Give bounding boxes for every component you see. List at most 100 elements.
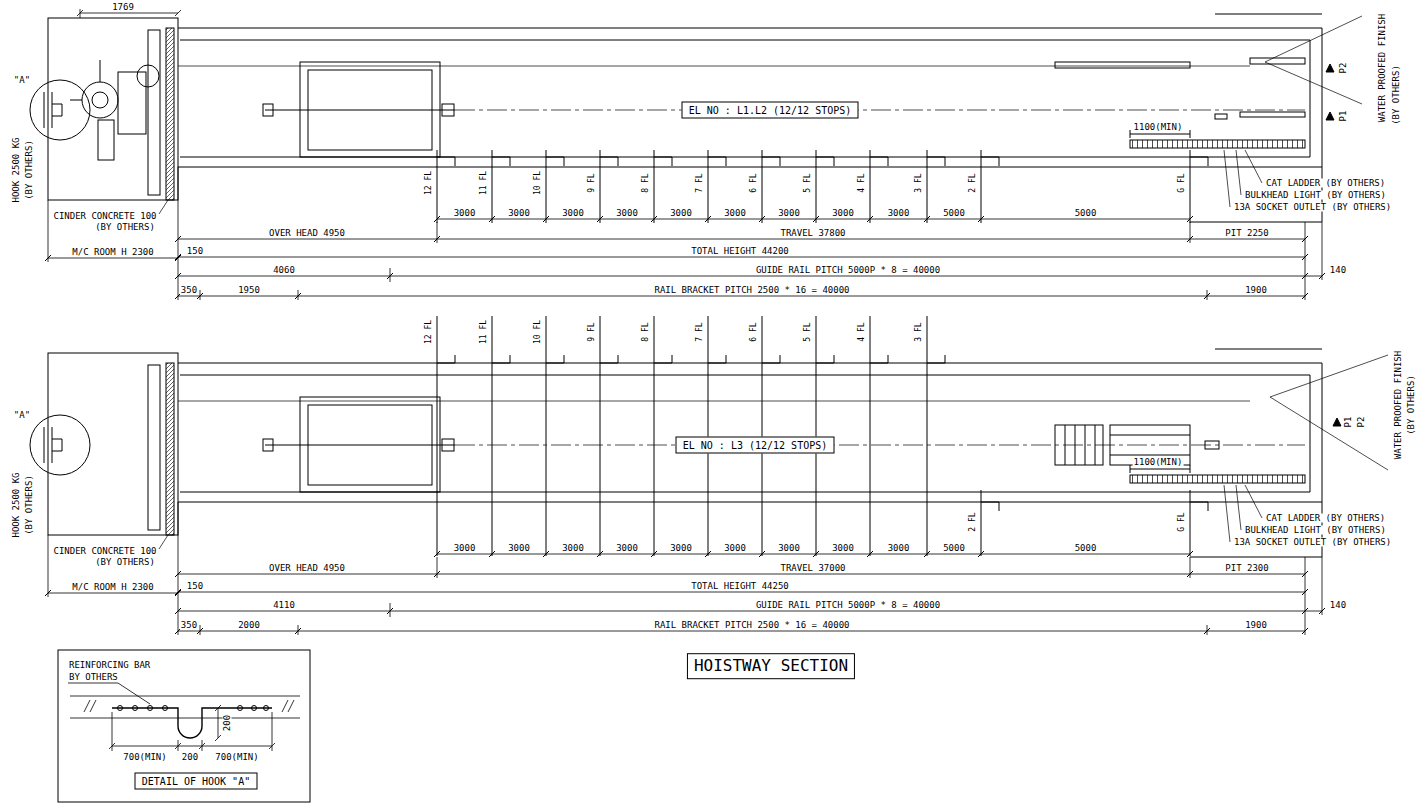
dimension-label: (BY OTHERS) [25,139,34,201]
dimension-label: WATER PROOFED FINISH [1378,13,1387,123]
dimension-label: 10 FL [534,319,542,345]
dimension-label: 700(MIN) [122,753,167,762]
dimension-label: 200 [181,753,199,762]
dimension-label: 5000 [1074,544,1098,553]
label-box: EL NO : L3 (12/12 STOPS) [676,437,835,454]
dimension-label: 3000 [507,209,531,218]
dimension-label: 5000 [942,209,966,218]
dimension-label: 6 FL [750,172,758,193]
dimension-label: 3000 [723,544,747,553]
dimension-label: GUIDE RAIL PITCH 5000P * 8 = 40000 [755,266,941,275]
dimension-label: (BY OTHERS) [94,558,156,567]
dimension-label: 2 FL [969,511,977,532]
dimension-label: (BY OTHERS) [25,474,34,536]
dimension-label: 5000 [942,544,966,553]
dimension-label: 5000 [1074,209,1098,218]
dimension-label: 11 FL [480,319,488,345]
dimension-label: (BY OTHERS) [94,223,156,232]
dimension-label: 3000 [887,209,911,218]
dimension-label: 10 FL [534,170,542,196]
dimension-label: 3000 [453,209,477,218]
lower-only-parts [437,316,1388,556]
section-upper [30,14,1325,300]
drawing-title: HOISTWAY SECTION [687,653,855,679]
dimension-label: 3000 [723,209,747,218]
dimension-label: P1 [1344,416,1353,429]
dimension-label: 1769 [111,3,135,12]
dimension-label: 140 [1329,266,1347,275]
dimension-label: CINDER CONCRETE 100 [53,212,158,221]
dimension-label: RAIL BRACKET PITCH 2500 * 16 = 40000 [653,286,850,295]
dimension-label: 4 FL [858,321,866,342]
dimension-label: 3000 [887,544,911,553]
dimension-label: 12 FL [425,170,433,196]
dimension-label: 1900 [1244,621,1268,630]
dimension-label: 3000 [669,209,693,218]
dimension-label: P2 [1357,416,1366,429]
dimension-label: 3000 [831,209,855,218]
dimension-label: P1 [1339,110,1348,123]
dimension-label: 6 FL [750,321,758,342]
dimension-label: HOOK 2500 KG [12,136,21,203]
dimension-label: 8 FL [642,321,650,342]
dimension-label: PIT 2300 [1224,564,1269,573]
dimension-label: 9 FL [588,172,596,193]
dimension-label: 12 FL [425,319,433,345]
box-text: DETAIL OF HOOK "A" [141,776,252,787]
dimension-label: WATER PROOFED FINISH [1394,350,1403,460]
dimension-label: GUIDE RAIL PITCH 5000P * 8 = 40000 [755,601,941,610]
section-lower [30,349,1325,635]
dimension-label: OVER HEAD 4950 [268,564,346,573]
dimension-label: REINFORCING BAR [68,661,151,670]
dimension-label: 3 FL [915,172,923,193]
dimension-label: BULKHEAD LIGHT (BY OTHERS) [1244,526,1387,535]
dimension-label: CAT LADDER (BY OTHERS) [1265,179,1386,188]
dimension-label: (BY OTHERS) [1407,374,1416,436]
dimension-label: 200 [223,714,232,732]
dimension-label: 1900 [1244,286,1268,295]
dimension-label: G FL [1178,511,1186,532]
dimension-label: 140 [1329,601,1347,610]
dimension-label: RAIL BRACKET PITCH 2500 * 16 = 40000 [653,621,850,630]
dimension-label: 13A SOCKET OUTLET (BY OTHERS) [1233,538,1392,547]
dimension-label: 1100(MIN) [1133,123,1184,132]
dimension-label: TOTAL HEIGHT 44200 [690,247,790,256]
hook-detail [58,650,310,802]
dimension-label: TRAVEL 37000 [779,564,846,573]
dimension-label: 4110 [272,601,296,610]
dimension-label: 3000 [831,544,855,553]
dimension-label: 3000 [453,544,477,553]
dimension-label: 350 [180,621,198,630]
dimension-label: 3000 [615,544,639,553]
dimension-label: 3000 [777,544,801,553]
dimension-label: 4 FL [858,172,866,193]
dimension-label: 1100(MIN) [1133,458,1184,467]
dimension-label: 2000 [237,621,261,630]
dimension-label: 150 [186,247,204,256]
dimension-label: M/C ROOM H 2300 [71,248,154,257]
dimension-label: 3000 [507,544,531,553]
dimension-label: M/C ROOM H 2300 [71,583,154,592]
dimension-label: CINDER CONCRETE 100 [53,547,158,556]
dimension-label: 9 FL [588,321,596,342]
dimension-label: (BY OTHERS) [1392,64,1401,126]
dimension-label: 700(MIN) [214,753,259,762]
upper-only-parts [70,9,1362,223]
dimension-label: HOOK 2500 KG [12,471,21,538]
label-box: DETAIL OF HOOK "A" [135,773,258,790]
dimension-label: 3000 [669,544,693,553]
dimension-label: G FL [1178,172,1186,193]
dimension-label: "A" [13,76,31,85]
dimension-label: TRAVEL 37800 [779,229,846,238]
dimension-label: TOTAL HEIGHT 44250 [690,582,790,591]
dimension-label: 150 [186,582,204,591]
box-text: EL NO : L3 (12/12 STOPS) [682,440,829,451]
dimension-label: 8 FL [642,172,650,193]
label-box: EL NO : L1.L2 (12/12 STOPS) [682,102,859,119]
dimension-label: P2 [1339,62,1348,75]
dimension-label: 5 FL [804,172,812,193]
box-text: EL NO : L1.L2 (12/12 STOPS) [688,105,853,116]
dimension-label: 7 FL [696,321,704,342]
dimension-label: 3000 [561,544,585,553]
